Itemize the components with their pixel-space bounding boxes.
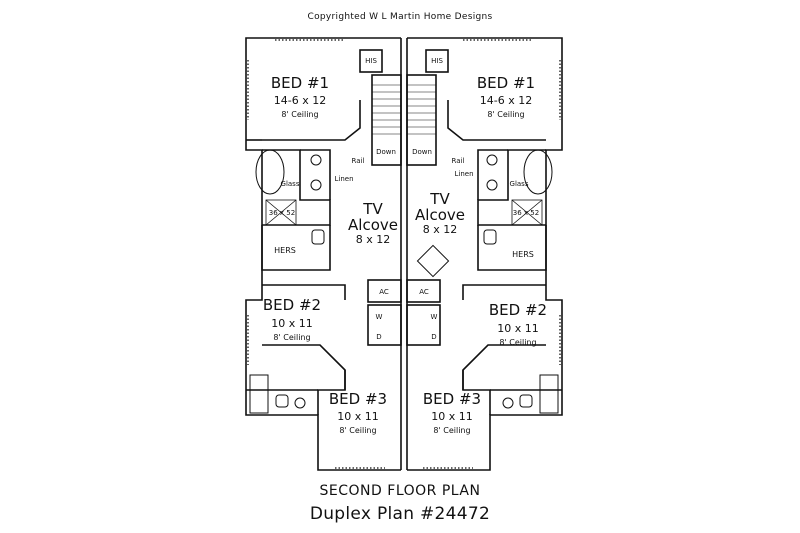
right-bed2-ceiling: 8' Ceiling	[499, 338, 536, 347]
left-tv-name: TV	[362, 200, 383, 218]
right-tub	[523, 149, 553, 195]
right-unit-exterior-wall	[407, 37, 563, 471]
left-bed2-ceiling: 8' Ceiling	[273, 333, 310, 342]
right-bed2-name: BED #2	[489, 301, 547, 319]
right-bed3-size: 10 x 11	[431, 410, 473, 423]
left-bed3-ceiling: 8' Ceiling	[339, 426, 376, 435]
right-glass-label: Glass	[510, 180, 529, 188]
right-rail-label: Rail	[452, 157, 465, 165]
right-hers-label: HERS	[512, 250, 534, 259]
left-bed1-ceiling: 8' Ceiling	[281, 110, 318, 119]
right-down-label: Down	[412, 148, 432, 156]
left-glass-label: Glass	[281, 180, 300, 188]
copyright-text: Copyrighted W L Martin Home Designs	[307, 12, 493, 22]
right-bed3-ceiling: 8' Ceiling	[433, 426, 470, 435]
right-tv-name2: Alcove	[415, 206, 465, 224]
left-bed2-size: 10 x 11	[271, 317, 313, 330]
right-dryer-label: D	[431, 333, 436, 341]
left-bed3-size: 10 x 11	[337, 410, 379, 423]
left-tub	[255, 149, 285, 195]
left-rail-label: Rail	[352, 157, 365, 165]
left-bed2-name: BED #2	[263, 296, 321, 314]
left-unit-exterior-wall	[245, 37, 401, 471]
plan-number: Duplex Plan #24472	[309, 504, 491, 524]
right-bed1-ceiling: 8' Ceiling	[487, 110, 524, 119]
left-dryer-label: D	[376, 333, 381, 341]
right-bed3-name: BED #3	[423, 390, 481, 408]
left-down-label: Down	[376, 148, 396, 156]
right-ac-label: AC	[419, 288, 429, 296]
right-linen-label: Linen	[454, 170, 473, 178]
right-washer-label: W	[431, 313, 438, 321]
right-bed1-size: 14-6 x 12	[480, 94, 532, 107]
left-his-label: HIS	[365, 57, 377, 65]
left-bed1-name: BED #1	[271, 74, 329, 92]
left-ac-label: AC	[379, 288, 389, 296]
left-tv-size: 8 x 12	[356, 233, 391, 246]
left-tv-name2: Alcove	[348, 216, 398, 234]
right-bed2-size: 10 x 11	[497, 322, 539, 335]
right-bed1-name: BED #1	[477, 74, 535, 92]
left-washer-label: W	[376, 313, 383, 321]
left-hers-label: HERS	[274, 246, 296, 255]
left-shower-label: 36 x 52	[269, 209, 295, 217]
plan-title: SECOND FLOOR PLAN	[319, 483, 481, 499]
left-bed1-size: 14-6 x 12	[274, 94, 326, 107]
left-linen-label: Linen	[334, 175, 353, 183]
right-tv-size: 8 x 12	[423, 223, 458, 236]
right-his-label: HIS	[431, 57, 443, 65]
right-shower-label: 36 x 52	[513, 209, 539, 217]
left-bed3-name: BED #3	[329, 390, 387, 408]
right-tv-name: TV	[429, 190, 450, 208]
